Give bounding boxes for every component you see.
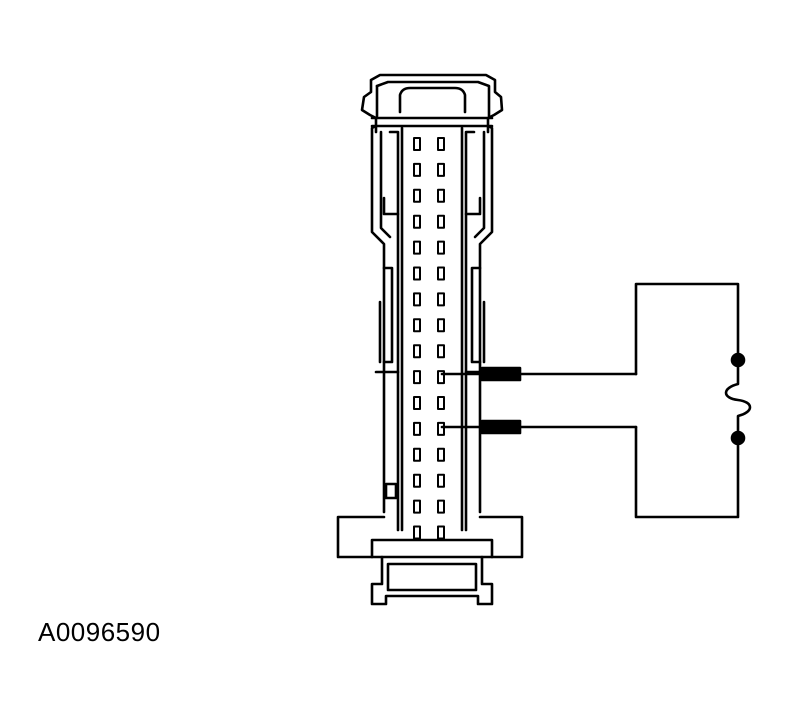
connector-pin xyxy=(437,525,445,540)
connector-pin xyxy=(413,188,421,203)
connector-pin xyxy=(413,240,421,255)
connector-pin xyxy=(437,214,445,229)
connector-pin xyxy=(437,292,445,307)
probe-lead-upper xyxy=(440,366,638,382)
connector-pin xyxy=(437,499,445,514)
connector-pin xyxy=(413,214,421,229)
fuse-symbol-icon xyxy=(724,356,752,440)
fuse-terminal-top xyxy=(730,352,746,368)
connector-pin xyxy=(413,137,421,151)
connector-pin xyxy=(413,292,421,307)
connector-pin xyxy=(413,447,421,462)
connector-pin xyxy=(437,137,445,151)
jumper-wire xyxy=(634,282,752,519)
connector-pin xyxy=(437,162,445,177)
connector-pin xyxy=(437,473,445,488)
connector-pin xyxy=(413,396,421,410)
probe-lead-lower xyxy=(440,419,638,435)
connector-pin xyxy=(413,318,421,333)
connector-pin xyxy=(413,344,421,359)
connector-pin xyxy=(413,266,421,281)
connector-pin xyxy=(413,473,421,488)
connector-pin xyxy=(437,188,445,203)
connector-pin xyxy=(437,344,445,359)
connector-pin xyxy=(437,318,445,333)
connector-pin xyxy=(437,240,445,255)
connector-pin xyxy=(437,370,445,385)
connector-housing xyxy=(336,73,524,606)
connector-pin xyxy=(413,421,421,436)
connector-pin xyxy=(413,499,421,514)
connector-pin xyxy=(437,447,445,462)
connector-pin xyxy=(413,370,421,385)
connector-pin xyxy=(413,162,421,177)
figure-reference-code: A0096590 xyxy=(38,617,161,647)
fuse-terminal-bottom xyxy=(730,430,746,446)
connector-pin xyxy=(437,421,445,436)
connector-pin xyxy=(437,266,445,281)
connector-pins xyxy=(413,137,445,540)
connector-pin xyxy=(437,396,445,410)
connector-pin xyxy=(413,525,421,540)
